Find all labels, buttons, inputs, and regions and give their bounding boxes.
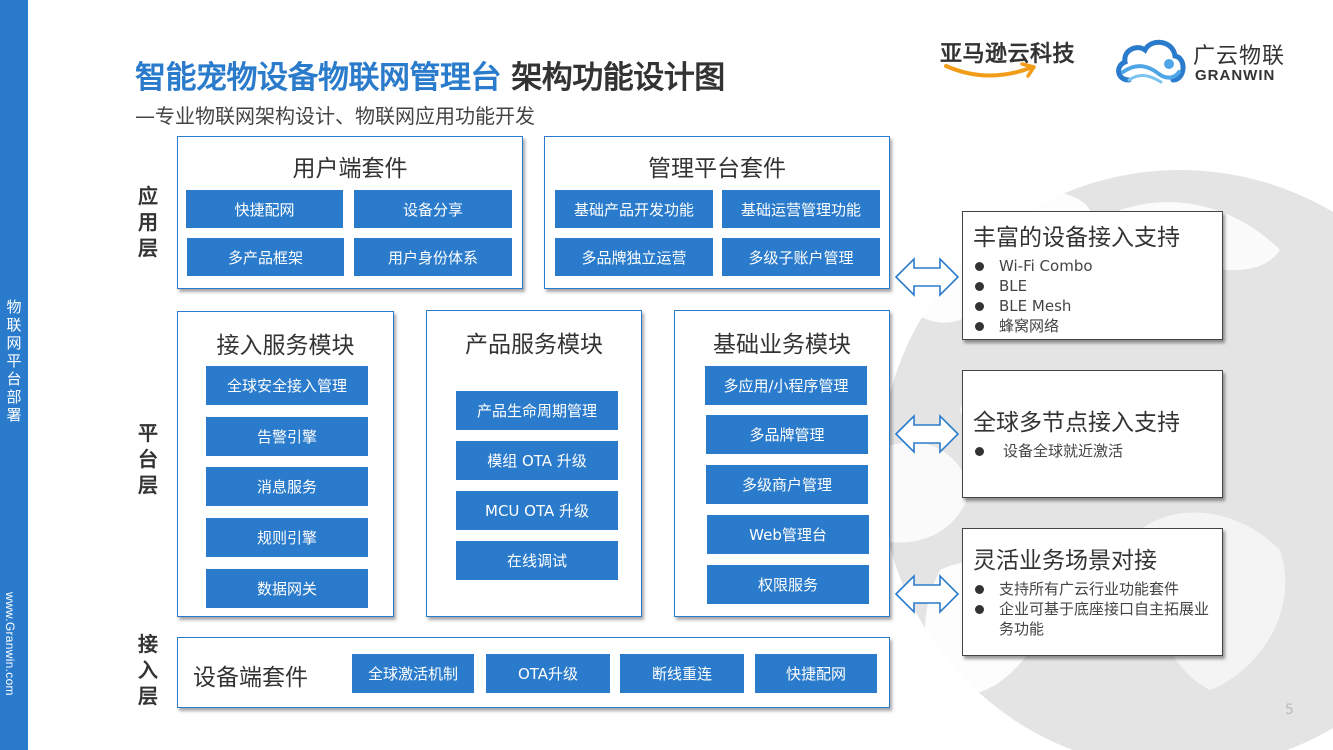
feature-bullet: BLE [973, 276, 1212, 296]
sidebar: 物联网平台部署 www.Granwin.com [0, 0, 28, 750]
panel-user-kit: 用户端套件 快捷配网 设备分享 多产品框架 用户身份体系 [177, 136, 523, 289]
panel-basic-business-module: 基础业务模块 多应用/小程序管理 多品牌管理 多级商户管理 Web管理台 权限服… [674, 310, 890, 617]
panel-management-kit: 管理平台套件 基础产品开发功能 基础运营管理功能 多品牌独立运营 多级子账户管理 [544, 136, 890, 289]
chip-web-console[interactable]: Web管理台 [707, 515, 869, 554]
granwin-logo-text-cn: 广云物联 [1193, 44, 1286, 69]
amazon-smile-icon [944, 62, 1036, 78]
granwin-logo: 广云物联 GRANWIN [1115, 36, 1295, 88]
page-number: 5 [1285, 702, 1294, 718]
feature-bullet: 设备全球就近激活 [973, 441, 1212, 461]
granwin-cloud-icon [1116, 39, 1186, 84]
chip-data-gateway[interactable]: 数据网关 [206, 569, 368, 608]
panel-title: 接入服务模块 [216, 333, 355, 359]
chip-online-debugging[interactable]: 在线调试 [456, 541, 618, 580]
panel-title: 设备端套件 [193, 665, 308, 691]
feature-box-business-scenarios: 灵活业务场景对接 支持所有广云行业功能套件 企业可基于底座接口自主拓展业务功能 [962, 528, 1223, 656]
chip-basic-product-dev[interactable]: 基础产品开发功能 [555, 190, 713, 228]
feature-bullet: 蜂窝网络 [973, 316, 1212, 336]
feature-title: 灵活业务场景对接 [973, 548, 1157, 574]
sidebar-section-title: 物联网平台部署 [6, 298, 22, 424]
feature-title: 丰富的设备接入支持 [973, 225, 1180, 251]
sidebar-url[interactable]: www.Granwin.com [3, 592, 17, 696]
chip-user-identity-system[interactable]: 用户身份体系 [354, 238, 512, 276]
chip-product-lifecycle[interactable]: 产品生命周期管理 [456, 391, 618, 430]
chip-multi-level-merchant[interactable]: 多级商户管理 [706, 465, 868, 504]
chip-permission-service[interactable]: 权限服务 [707, 565, 869, 604]
chip-multi-brand-mgmt[interactable]: 多品牌管理 [706, 415, 868, 454]
double-arrow-icon [895, 257, 959, 297]
granwin-logo-text-en: GRANWIN [1195, 67, 1276, 84]
amazon-logo: 亚马逊云科技 [940, 36, 1090, 86]
page-subtitle: —专业物联网架构设计、物联网应用功能开发 [135, 104, 535, 128]
layer-label-application: 应用层 [138, 184, 158, 260]
chip-multi-app-miniprogram[interactable]: 多应用/小程序管理 [705, 366, 867, 405]
panel-product-service-module: 产品服务模块 产品生命周期管理 模组 OTA 升级 MCU OTA 升级 在线调… [426, 310, 642, 617]
chip-message-service[interactable]: 消息服务 [206, 467, 368, 506]
layer-label-platform: 平台层 [138, 421, 158, 497]
panel-device-kit: 设备端套件 全球激活机制 OTA升级 断线重连 快捷配网 [177, 637, 890, 708]
page-title: 智能宠物设备物联网管理台 架构功能设计图 [135, 52, 725, 97]
layer-label-access: 接入层 [138, 632, 158, 708]
chip-alarm-engine[interactable]: 告警引擎 [206, 417, 368, 456]
feature-bullet: 企业可基于底座接口自主拓展业务功能 [973, 599, 1212, 639]
chip-basic-operations-mgmt[interactable]: 基础运营管理功能 [722, 190, 880, 228]
chip-reconnect[interactable]: 断线重连 [620, 654, 744, 693]
chip-device-sharing[interactable]: 设备分享 [354, 190, 512, 228]
chip-multi-level-subaccount[interactable]: 多级子账户管理 [722, 238, 880, 276]
feature-title: 全球多节点接入支持 [973, 410, 1180, 436]
double-arrow-icon [895, 414, 959, 454]
feature-bullet: 支持所有广云行业功能套件 [973, 579, 1212, 599]
page-title-highlight: 智能宠物设备物联网管理台 [135, 60, 502, 96]
chip-ota-upgrade[interactable]: OTA升级 [486, 654, 610, 693]
panel-title: 用户端套件 [292, 156, 408, 182]
feature-bullet: Wi-Fi Combo [973, 256, 1212, 276]
feature-box-device-access: 丰富的设备接入支持 Wi-Fi Combo BLE BLE Mesh 蜂窝网络 [962, 211, 1223, 340]
chip-global-secure-access[interactable]: 全球安全接入管理 [206, 366, 368, 405]
double-arrow-icon [895, 574, 959, 614]
chip-multi-brand-operations[interactable]: 多品牌独立运营 [555, 238, 713, 276]
panel-access-service-module: 接入服务模块 全球安全接入管理 告警引擎 消息服务 规则引擎 数据网关 [177, 311, 394, 617]
panel-title: 管理平台套件 [648, 156, 786, 182]
feature-box-global-nodes: 全球多节点接入支持 设备全球就近激活 [962, 370, 1223, 498]
chip-quick-network-config[interactable]: 快捷配网 [186, 190, 343, 228]
feature-bullet: BLE Mesh [973, 296, 1212, 316]
feature-bullet-list: 设备全球就近激活 [973, 441, 1212, 461]
panel-title: 基础业务模块 [713, 332, 851, 358]
feature-bullet-list: Wi-Fi Combo BLE BLE Mesh 蜂窝网络 [973, 256, 1212, 336]
chip-mcu-ota[interactable]: MCU OTA 升级 [456, 491, 618, 530]
chip-quick-network-config-device[interactable]: 快捷配网 [755, 654, 877, 693]
page-title-rest: 架构功能设计图 [501, 60, 725, 96]
chip-global-activation[interactable]: 全球激活机制 [352, 654, 474, 693]
feature-bullet-list: 支持所有广云行业功能套件 企业可基于底座接口自主拓展业务功能 [973, 579, 1212, 639]
chip-rules-engine[interactable]: 规则引擎 [206, 518, 368, 557]
chip-multi-product-framework[interactable]: 多产品框架 [187, 238, 344, 276]
amazon-logo-text: 亚马逊云科技 [940, 42, 1076, 67]
chip-module-ota[interactable]: 模组 OTA 升级 [456, 441, 618, 480]
panel-title: 产品服务模块 [465, 332, 603, 358]
